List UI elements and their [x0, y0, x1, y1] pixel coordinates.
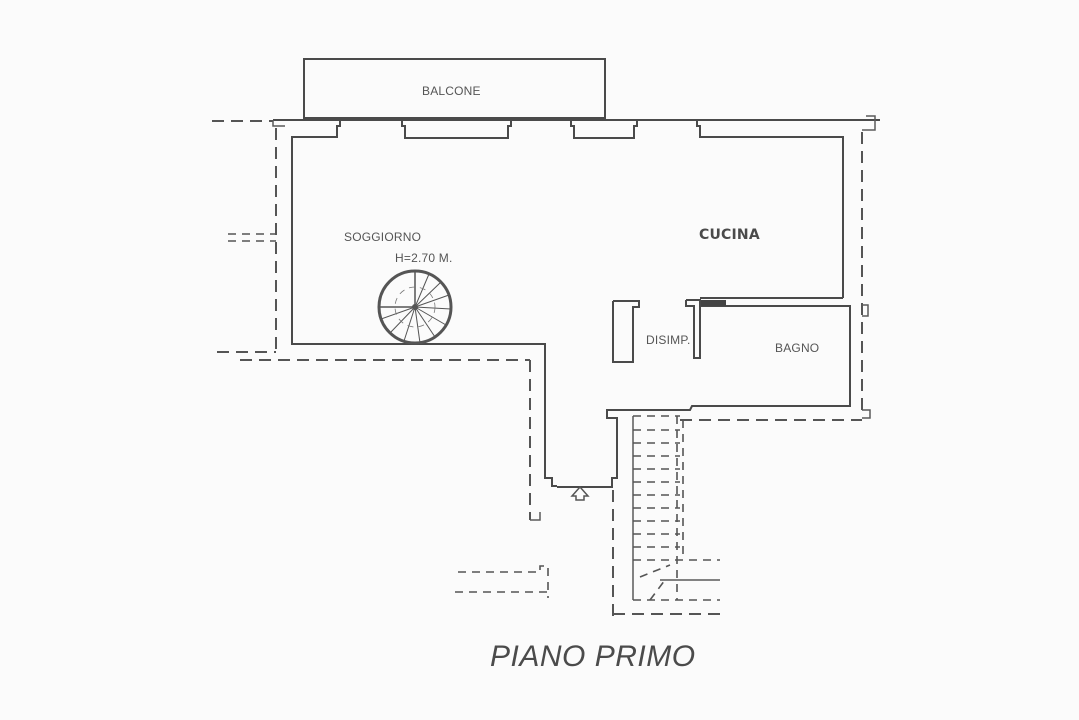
- door-jamb: [685, 299, 701, 359]
- room-height-label: H=2.70 M.: [395, 251, 453, 265]
- bagno-and-corridor-wall: [606, 305, 851, 488]
- room-label-disimpegno: DISIMP.: [646, 333, 691, 347]
- spiral-staircase: [377, 269, 453, 345]
- dash-stub-lower-1: [458, 565, 549, 598]
- window-niche-2: [570, 120, 638, 139]
- soggiorno-wall-left: [291, 120, 341, 345]
- room-label-cucina: CUCINA: [699, 227, 760, 243]
- entrance-arrow-icon: [570, 485, 590, 501]
- stair-treads: [633, 415, 720, 601]
- soggiorno-wall-bottom: [292, 343, 557, 487]
- pilaster-mid-right: [862, 304, 869, 317]
- balcony-outline: [303, 58, 606, 119]
- window-niche-1: [401, 120, 512, 139]
- room-label-balcone: BALCONE: [422, 84, 481, 98]
- partition-detail: [700, 300, 726, 306]
- disimpegno-column: [612, 300, 640, 363]
- pilaster-bottom-right: [862, 409, 871, 419]
- corner-pilaster: [272, 120, 285, 127]
- room-label-soggiorno: SOGGIORNO: [344, 230, 422, 244]
- pilaster-foot: [530, 512, 541, 521]
- cucina-wall: [696, 120, 844, 298]
- pilaster-top-right: [862, 115, 876, 131]
- plan-title: PIANO PRIMO: [490, 640, 696, 673]
- room-label-bagno: BAGNO: [775, 341, 820, 355]
